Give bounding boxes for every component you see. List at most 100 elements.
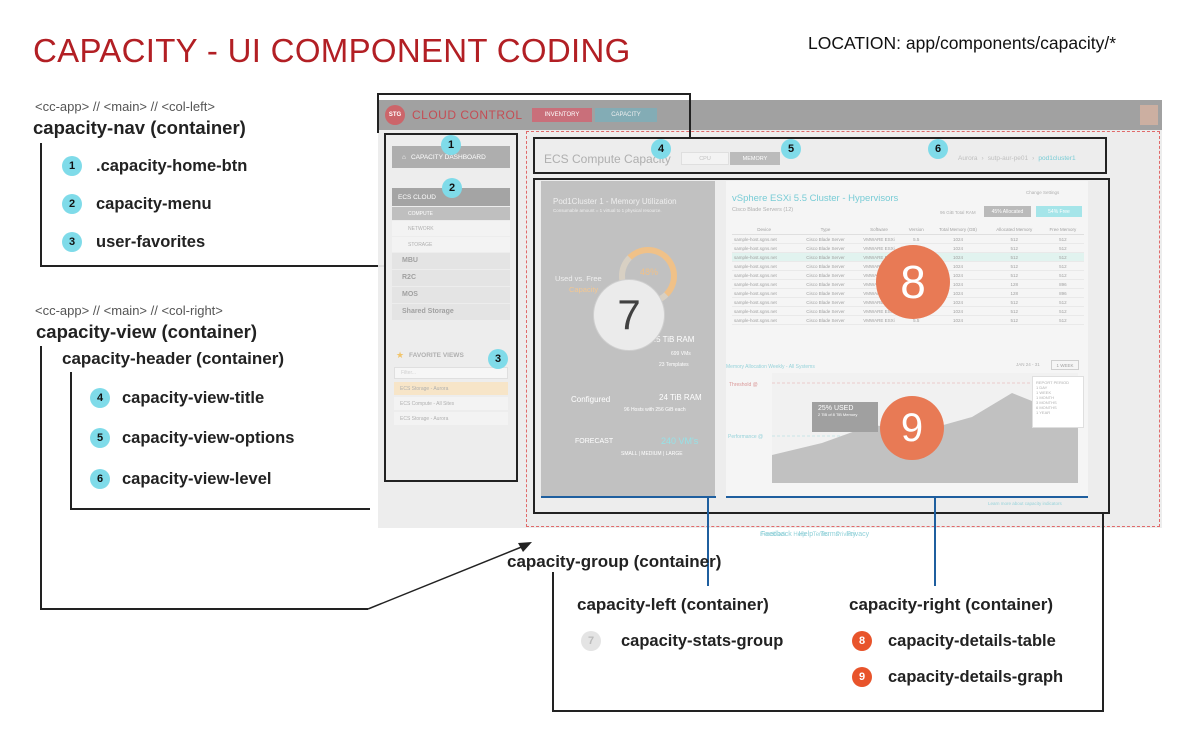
table-cell: 1024: [929, 261, 987, 271]
view-container-title: capacity-view (container): [36, 321, 258, 342]
option-memory[interactable]: MEMORY: [730, 152, 780, 165]
table-cell: sample-host.sgns.net: [732, 315, 797, 325]
menu-r2c[interactable]: R2C: [392, 270, 510, 286]
table-cell: 1024: [929, 288, 987, 298]
table-cell: Cisco Blade Server: [796, 297, 855, 307]
group-box: [533, 178, 1110, 514]
table-cell: VMWARE ESXi: [854, 315, 904, 325]
details-graph-item: 9 capacity-details-graph: [852, 667, 1063, 687]
table-cell: 896: [1041, 279, 1084, 289]
table-cell: 1024: [929, 243, 987, 253]
table-header: Type: [796, 225, 855, 235]
menu-shared-storage[interactable]: Shared Storage: [392, 304, 510, 320]
footer-help[interactable]: Help: [793, 532, 806, 538]
badge-4: 4: [90, 388, 110, 408]
table-cell: 512: [986, 297, 1042, 307]
table-cell: 1024: [929, 297, 987, 307]
table-cell: 1024: [929, 306, 987, 316]
table-cell: 1024: [929, 234, 987, 244]
table-cell: 512: [986, 243, 1042, 253]
details-panel: vSphere ESXi 5.5 Cluster - Hypervisors C…: [726, 181, 1088, 506]
badge-2: 2: [62, 194, 82, 214]
table-cell: Cisco Blade Server: [796, 261, 855, 271]
submenu-compute[interactable]: COMPUTE: [392, 207, 510, 220]
menu-mos[interactable]: MOS: [392, 287, 510, 303]
footer-links: Feedback Help Terms Privacy: [760, 532, 856, 538]
favorite-item[interactable]: ECS Compute - All Sites: [394, 397, 508, 410]
nav-item: 2 capacity-menu: [62, 194, 212, 214]
view-level: Aurora›sutp-aur-pe01›pod1cluster1: [958, 155, 1076, 162]
table-cell: VMWARE ESXi: [854, 234, 904, 244]
details-table-item: 8 capacity-details-table: [852, 631, 1056, 651]
table-cell: Cisco Blade Server: [796, 234, 855, 244]
submenu-storage[interactable]: STORAGE: [392, 237, 510, 252]
table-cell: Cisco Blade Server: [796, 306, 855, 316]
table-cell: sample-host.sgns.net: [732, 279, 797, 289]
tab-capacity[interactable]: CAPACITY: [595, 108, 657, 122]
submenu-network[interactable]: NETWORK: [392, 221, 510, 236]
home-icon: ⌂: [402, 153, 406, 161]
app-mockup: STG CLOUD CONTROL INVENTORY CAPACITY ⌂CA…: [378, 100, 1162, 538]
table-header: Software: [854, 225, 904, 235]
view-box: [526, 131, 1160, 527]
footer-help[interactable]: Help: [798, 531, 814, 538]
location-label: LOCATION: app/components/capacity/*: [808, 33, 1117, 53]
table-cell: 1024: [929, 270, 987, 280]
header-box: [533, 137, 1107, 174]
option-cpu[interactable]: CPU: [681, 152, 729, 165]
item-label: capacity-view-level: [122, 469, 272, 488]
table-cell: sample-host.sgns.net: [732, 252, 797, 262]
footer-privacy[interactable]: Privacy: [836, 532, 856, 538]
table-header: Total Memory (GB): [929, 225, 987, 235]
capacity-home-button[interactable]: ⌂CAPACITY DASHBOARD: [392, 146, 510, 168]
header-item: 5 capacity-view-options: [90, 428, 294, 448]
view-title: ECS Compute Capacity: [544, 152, 671, 166]
footer-feedback[interactable]: Feedback: [761, 531, 792, 538]
nav-path: <cc-app> // <main> // <col-left>: [35, 99, 215, 114]
table-cell: 512: [1041, 270, 1084, 280]
table-cell: 1024: [929, 279, 987, 289]
table-cell: 512: [1041, 261, 1084, 271]
table-cell: VMWARE ESXi: [854, 297, 904, 307]
badge-8-big: 8: [876, 245, 950, 319]
item-label: capacity-details-graph: [888, 667, 1064, 686]
table-cell: 896: [1041, 288, 1084, 298]
left-title: capacity-left (container): [577, 595, 769, 614]
footer-terms[interactable]: Terms: [812, 532, 830, 538]
table-cell: sample-host.sgns.net: [732, 234, 797, 244]
connector-arrow: [367, 542, 532, 610]
footer-feedback[interactable]: Feedback: [760, 532, 787, 538]
badge-2-overlay: 2: [442, 178, 462, 198]
table-cell: VMWARE ESXi: [854, 252, 904, 262]
table-cell: 512: [986, 234, 1042, 244]
nav-container-title: capacity-nav (container): [33, 117, 246, 138]
table-header: Device: [732, 225, 797, 235]
footer-privacy[interactable]: Privacy: [846, 531, 870, 538]
table-cell: 512: [1041, 297, 1084, 307]
page-title: CAPACITY - UI COMPONENT CODING: [33, 32, 631, 69]
badge-5-overlay: 5: [781, 139, 801, 159]
badge-1: 1: [62, 156, 82, 176]
table-cell: 512: [1041, 243, 1084, 253]
tab-inventory[interactable]: INVENTORY: [532, 108, 592, 122]
table-cell: sample-host.sgns.net: [732, 270, 797, 280]
avatar[interactable]: [1140, 105, 1158, 125]
item-label: capacity-view-title: [122, 388, 265, 407]
table-cell: VMWARE ESXi: [854, 243, 904, 253]
table-cell: Cisco Blade Server: [796, 288, 855, 298]
footer-terms[interactable]: Terms: [820, 531, 840, 538]
view-path: <cc-app> // <main> // <col-right>: [35, 303, 223, 318]
table-cell: 512: [1041, 234, 1084, 244]
table-cell: 128: [986, 279, 1042, 289]
header-item: 6 capacity-view-level: [90, 469, 272, 489]
favorite-item[interactable]: ECS Storage - Aurora: [394, 382, 508, 395]
favorite-item[interactable]: ECS Storage - Aurora: [394, 412, 508, 425]
badge-9-big: 9: [880, 396, 944, 460]
badge-3-overlay: 3: [488, 349, 508, 369]
favorites-filter[interactable]: Filter...: [394, 367, 508, 379]
menu-mbu[interactable]: MBU: [392, 253, 510, 269]
